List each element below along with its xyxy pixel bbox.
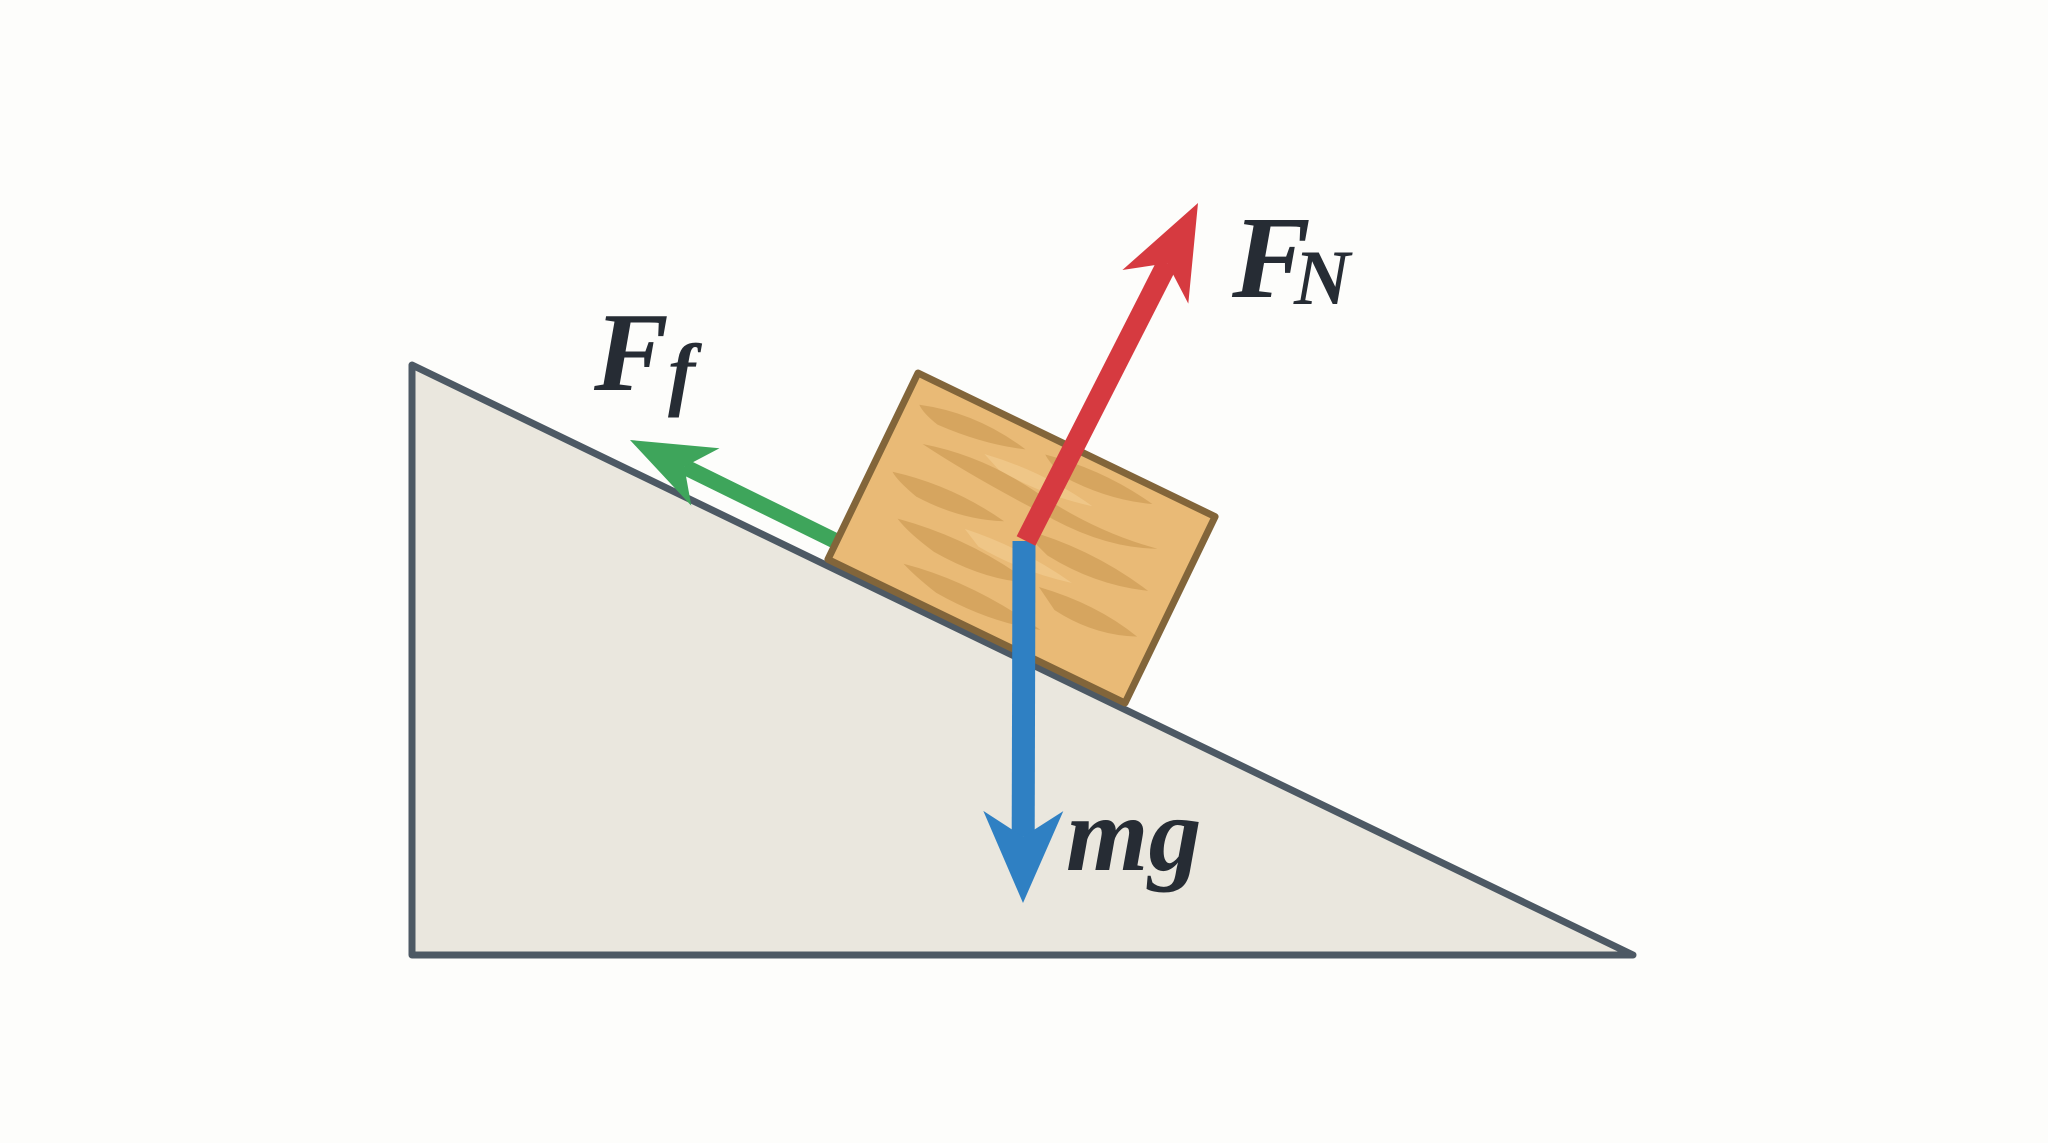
wood-grain-streak: [1022, 529, 1149, 591]
normal-force-arrow-head: [1122, 203, 1198, 304]
weight-force-label: mg: [1066, 776, 1201, 893]
wood-grain-streak: [892, 471, 1005, 522]
normal-force-label: FN: [1231, 192, 1353, 323]
wood-grain-streak: [919, 404, 1026, 450]
weight-force-label-main: mg: [1066, 776, 1201, 893]
weight-force-arrow-head: [983, 810, 1064, 903]
wood-grain-streak: [897, 518, 1030, 583]
wood-grain-streak: [1038, 586, 1138, 637]
wood-grain-streak: [903, 563, 1041, 630]
friction-force-label-subscript: f: [668, 327, 703, 418]
weight-force-arrow-shaft: [1011, 540, 1036, 837]
friction-force-label-main: F: [593, 291, 669, 415]
normal-force-label-main: F: [1231, 192, 1311, 323]
weight-force-arrow: [983, 540, 1064, 903]
wood-grain-highlight: [984, 453, 1093, 507]
normal-force-label-subscript: N: [1293, 234, 1353, 321]
normal-force-arrow-shaft: [1016, 258, 1177, 546]
friction-force-arrow-head: [630, 440, 720, 506]
normal-force-arrow: [1016, 203, 1198, 546]
